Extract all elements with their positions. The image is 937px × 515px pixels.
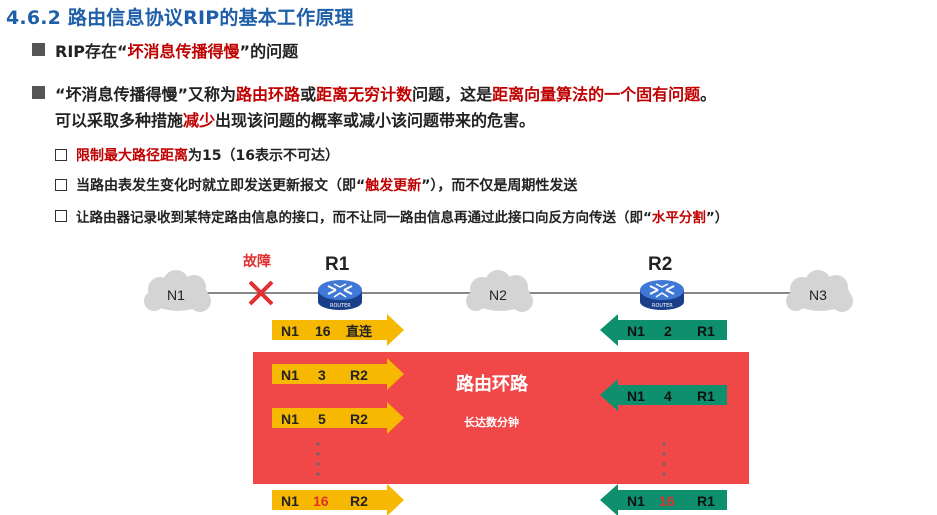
router-r1-caption: ROUTER — [330, 303, 351, 309]
routing-loop-label: 路由环路 — [456, 374, 528, 395]
bullet-2-red: 距离向量算法的一个固有问题 — [492, 85, 701, 104]
measure-red: 水平分割 — [651, 210, 706, 226]
router-r2-caption: ROUTER — [652, 303, 673, 309]
bullet-2-red: 减少 — [183, 111, 216, 130]
r2-entry-1-next: R1 — [697, 323, 715, 339]
r1-entry-4-dist: 16 — [313, 493, 329, 509]
network-diagram: N1 N2 N3 故障 ROUTER ROUTER R1 R2 N1 16 直连… — [144, 253, 853, 515]
bullet-2-text: 问题，这是 — [412, 85, 493, 104]
r1-entry-2-dist: 3 — [318, 367, 326, 383]
measure-red: 触发更新 — [365, 178, 422, 194]
r1-entry-4 — [272, 484, 404, 515]
measure-text: 为15（16表示不可达） — [188, 148, 339, 164]
r1-entry-4-dest: N1 — [281, 493, 299, 509]
r2-entry-3-dist: 16 — [659, 493, 675, 509]
r2-ellipsis — [662, 442, 666, 476]
r2-entry-1-dest: N1 — [627, 323, 645, 339]
checkbox-icon — [55, 179, 67, 191]
r2-entry-1 — [600, 314, 727, 346]
r2-entry-3-next: R1 — [697, 493, 715, 509]
r1-entry-3-dest: N1 — [281, 411, 299, 427]
r2-entry-3-dest: N1 — [627, 493, 645, 509]
r1-entry-1-dest: N1 — [281, 323, 299, 339]
measure-3: 让路由器记录收到某特定路由信息的接口，而不让同一路由信息再通过此接口向反方向传送… — [76, 206, 728, 226]
bullet-2-line-1: “坏消息传播得慢”又称为路由环路或距离无穷计数问题，这是距离向量算法的一个固有问… — [55, 81, 716, 105]
bullet-2-text: “坏消息传播得慢”又称为 — [55, 85, 237, 104]
r1-entry-1-dist: 16 — [315, 323, 331, 339]
checkbox-icon — [55, 210, 67, 222]
fault-label: 故障 — [243, 253, 271, 270]
router-r2-label: R2 — [648, 254, 672, 275]
bullet-1-post: ”的问题 — [239, 42, 299, 61]
checkbox-icon — [55, 149, 67, 161]
bullet-2-line-2: 可以采取多种措施减少出现该问题的概率或减小该问题带来的危害。 — [55, 107, 535, 131]
r1-entry-3-dist: 5 — [318, 411, 326, 427]
r1-entry-3-next: R2 — [350, 411, 368, 427]
bullet-2-red: 距离无穷计数 — [316, 85, 413, 104]
page-title: 4.6.2 路由信息协议RIP的基本工作原理 — [6, 7, 354, 29]
measure-text: 当路由表发生变化时就立即发送更新报文（即“ — [76, 178, 366, 194]
network-n2-label: N2 — [489, 287, 507, 303]
measure-red: 限制最大路径距离 — [76, 148, 188, 164]
bullet-1-pre: RIP存在“ — [55, 42, 128, 61]
measure-text: 让路由器记录收到某特定路由信息的接口，而不让同一路由信息再通过此接口向反方向传送… — [76, 210, 652, 226]
bullet-2-text: 可以采取多种措施 — [55, 111, 184, 130]
measure-text: ”），而不仅是周期性发送 — [421, 178, 578, 194]
r2-entry-2 — [600, 379, 727, 411]
r1-ellipsis — [316, 442, 320, 476]
r1-entry-4-next: R2 — [350, 493, 368, 509]
r2-entry-2-dist: 4 — [664, 388, 672, 404]
routing-loop-duration: 长达数分钟 — [464, 416, 519, 429]
r1-entry-2-dest: N1 — [281, 367, 299, 383]
r2-entry-2-dest: N1 — [627, 388, 645, 404]
r2-entry-1-dist: 2 — [664, 323, 672, 339]
r1-entry-2-next: R2 — [350, 367, 368, 383]
measure-1: 限制最大路径距离为15（16表示不可达） — [76, 145, 339, 165]
measure-2: 当路由表发生变化时就立即发送更新报文（即“触发更新”），而不仅是周期性发送 — [76, 175, 577, 195]
r1-entry-3 — [272, 402, 404, 434]
bullet-marker — [32, 43, 45, 56]
r2-entry-3 — [600, 484, 727, 515]
measure-text: ”） — [705, 210, 729, 226]
bullet-2-text: 或 — [300, 85, 317, 104]
bullet-2-red: 路由环路 — [236, 85, 301, 104]
r1-entry-2 — [272, 358, 404, 390]
fault-x-icon — [248, 280, 274, 306]
r1-entry-1-next: 直连 — [346, 324, 373, 340]
bullet-marker — [32, 86, 45, 99]
r2-entry-2-next: R1 — [697, 388, 715, 404]
bullet-2-text: 出现该问题的概率或减小该问题带来的危害。 — [215, 111, 536, 130]
bullet-2-text: 。 — [700, 85, 717, 104]
network-n1-label: N1 — [167, 287, 185, 303]
bullet-1-red: 坏消息传播得慢 — [127, 42, 240, 61]
router-r1-label: R1 — [325, 254, 350, 275]
bullet-1: RIP存在“坏消息传播得慢”的问题 — [55, 38, 298, 62]
network-n3-label: N3 — [809, 287, 827, 303]
r1-entry-1 — [272, 314, 404, 346]
